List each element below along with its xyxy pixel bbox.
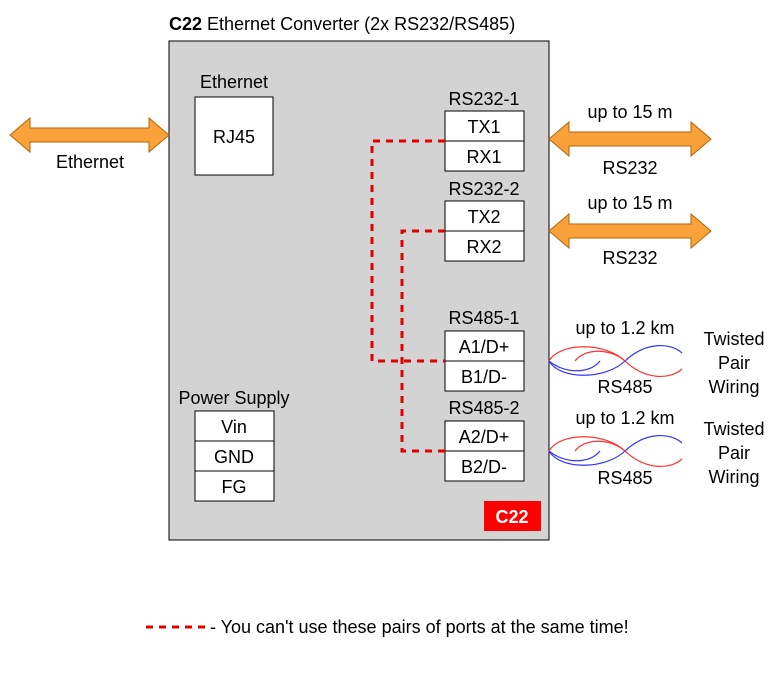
- rs485-1-wiring-2: Pair: [718, 353, 750, 373]
- fg-port: [194, 470, 275, 502]
- rs485-2-wiring-2: Pair: [718, 443, 750, 463]
- rx1-port: [444, 140, 525, 172]
- title-description: Ethernet Converter (2x RS232/RS485): [202, 14, 515, 34]
- legend-text: - You can't use these pairs of ports at …: [210, 617, 629, 637]
- rs485-1-wiring-1: Twisted: [703, 329, 764, 349]
- ethernet-link-label: Ethernet: [56, 152, 124, 172]
- rs485-1-wiring-3: Wiring: [708, 377, 759, 397]
- b1-port: [444, 360, 525, 392]
- rs485-2-type: RS485: [597, 468, 652, 488]
- c22-logo-text: C22: [495, 507, 528, 527]
- diagram-title: C22 Ethernet Converter (2x RS232/RS485): [169, 14, 515, 34]
- gnd-port: [194, 440, 275, 472]
- title-model: C22: [169, 14, 202, 34]
- b1-label: B1/D-: [461, 367, 507, 387]
- rs485-2-wiring-3: Wiring: [708, 467, 759, 487]
- ethernet-block-label: Ethernet: [200, 72, 268, 92]
- rx2-port: [444, 230, 525, 262]
- c22-logo: [484, 501, 541, 531]
- rj45-label: RJ45: [213, 127, 255, 147]
- vin-port: [194, 410, 275, 442]
- ethernet-arrow: [9, 116, 170, 154]
- rs232-1-arrow: [548, 120, 712, 158]
- rx1-label: RX1: [466, 147, 501, 167]
- rs485-1-type: RS485: [597, 377, 652, 397]
- exclusive-pair-connectors: [370, 139, 445, 453]
- rj45-port: [194, 96, 274, 176]
- gnd-label: GND: [214, 447, 254, 467]
- a2-label: A2/D+: [459, 427, 510, 447]
- rs485-2-range: up to 1.2 km: [575, 408, 674, 428]
- rs232-2-type: RS232: [602, 248, 657, 268]
- tx1-label: TX1: [467, 117, 500, 137]
- rs232-2-arrow: [548, 212, 712, 250]
- rs232-1-type: RS232: [602, 158, 657, 178]
- a1-label: A1/D+: [459, 337, 510, 357]
- b2-label: B2/D-: [461, 457, 507, 477]
- rs232-1-label: RS232-1: [448, 89, 519, 109]
- rs485-1-twisted-pair: [548, 344, 683, 378]
- fg-label: FG: [222, 477, 247, 497]
- rs485-2-twisted-pair: [548, 434, 683, 468]
- vin-label: Vin: [221, 417, 247, 437]
- b2-port: [444, 450, 525, 482]
- rx2-label: RX2: [466, 237, 501, 257]
- rs485-1-range: up to 1.2 km: [575, 318, 674, 338]
- power-supply-label: Power Supply: [178, 388, 289, 408]
- rs485-2-wiring-1: Twisted: [703, 419, 764, 439]
- rs232-2-range: up to 15 m: [587, 193, 672, 213]
- rs232-1-range: up to 15 m: [587, 102, 672, 122]
- rs232-1-to-rs485-1-dash: [370, 139, 445, 363]
- rs485-1-label: RS485-1: [448, 308, 519, 328]
- tx2-label: TX2: [467, 207, 500, 227]
- rs232-2-label: RS232-2: [448, 179, 519, 199]
- rs485-2-label: RS485-2: [448, 398, 519, 418]
